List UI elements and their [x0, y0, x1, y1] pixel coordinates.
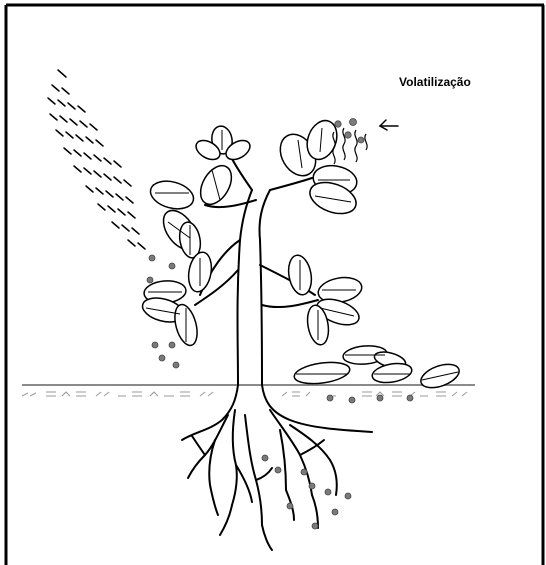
arrow-icon	[380, 120, 398, 130]
diagram-border	[6, 5, 544, 565]
soil-marks	[22, 392, 467, 396]
volatilization-label: Volatilização	[399, 75, 471, 89]
rain-icon	[48, 70, 145, 249]
leaves	[140, 116, 364, 347]
plant-icon	[182, 155, 372, 550]
